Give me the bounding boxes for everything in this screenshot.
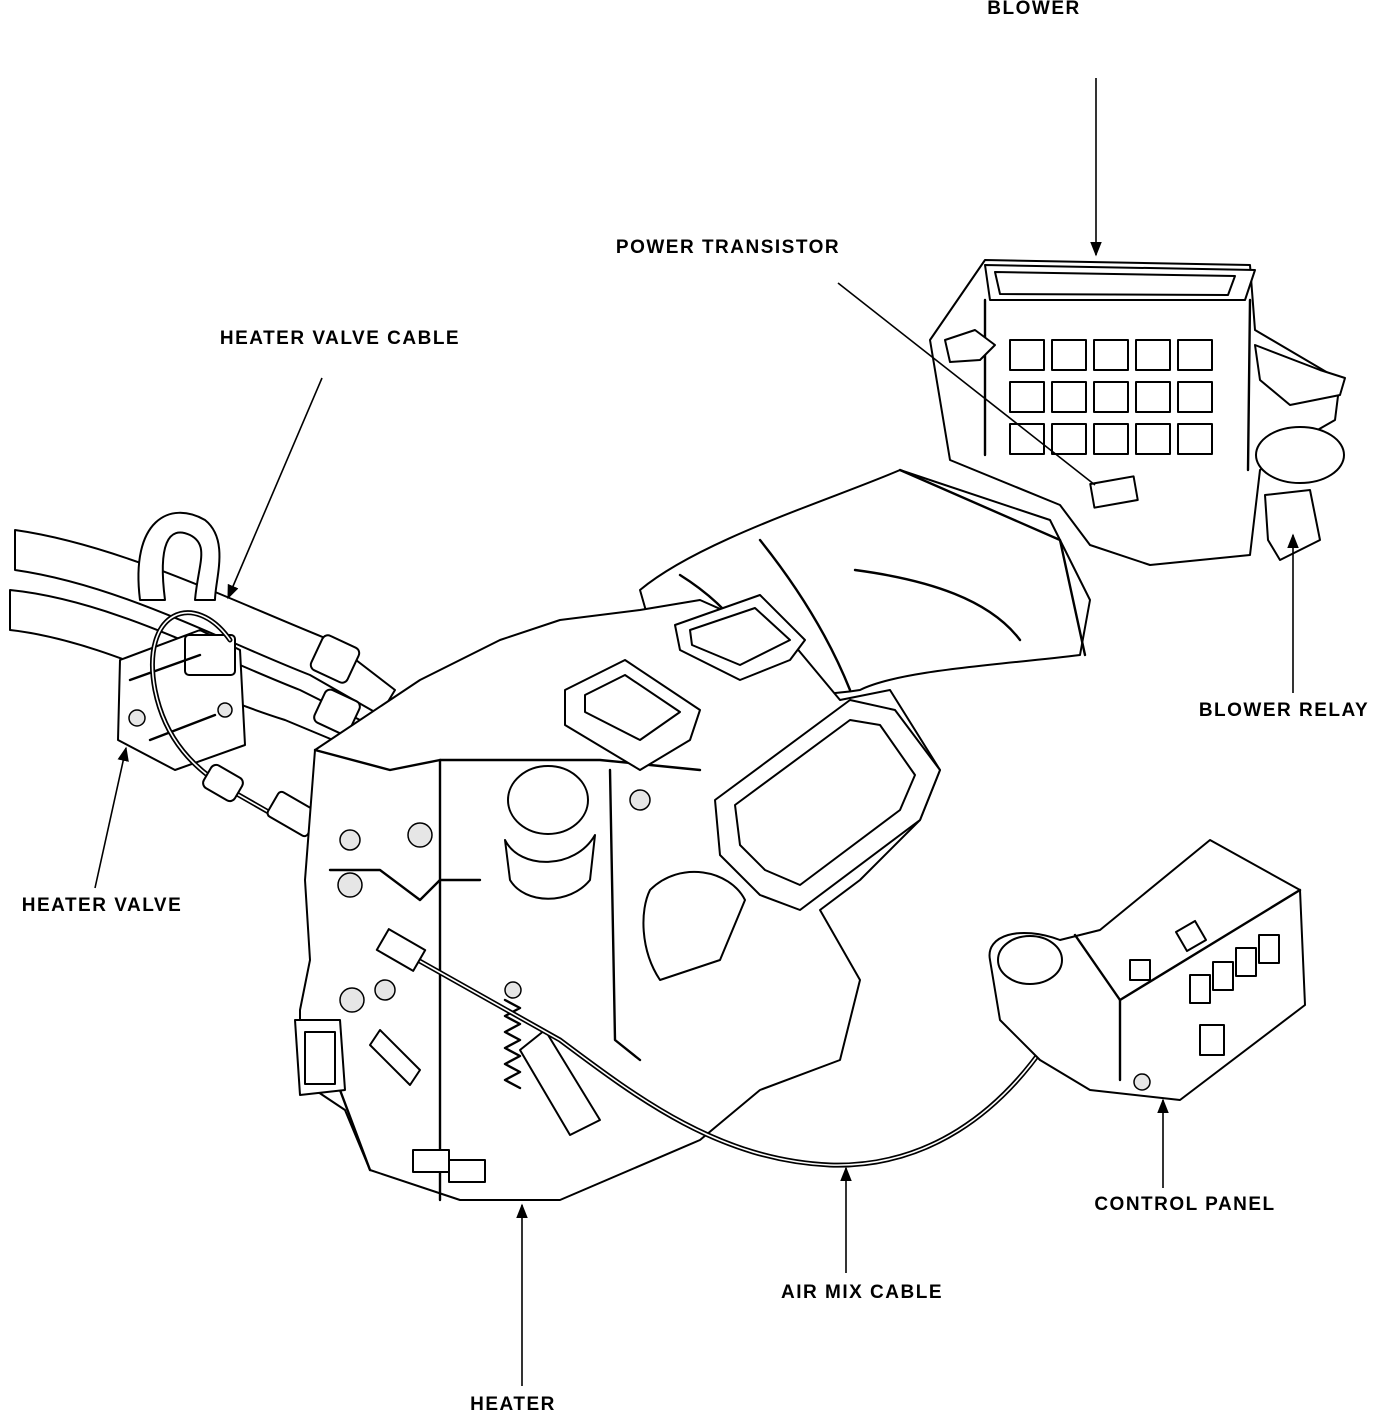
- label-air-mix-cable: AIR MIX CABLE: [781, 1282, 943, 1303]
- air-mix-cable: [375, 928, 1048, 1168]
- heater-valve-leader: [94, 746, 129, 889]
- leader-lines: [94, 78, 1299, 1386]
- label-power-transistor: POWER TRANSISTOR: [616, 237, 840, 258]
- label-control-panel: CONTROL PANEL: [1094, 1194, 1275, 1215]
- heater-valve: [117, 629, 246, 771]
- labels: BLOWER POWER TRANSISTOR HEATER VALVE CAB…: [22, 0, 1369, 1414]
- control-panel: [988, 839, 1306, 1101]
- heater-unit: [294, 594, 941, 1202]
- heater-valve-cable: [150, 610, 320, 838]
- label-blower: BLOWER: [987, 0, 1080, 19]
- power-transistor-leader: [837, 282, 1096, 486]
- label-heater: HEATER: [470, 1394, 556, 1414]
- blower-grille: [1009, 339, 1213, 455]
- label-heater-valve-cable: HEATER VALVE CABLE: [220, 328, 460, 349]
- label-blower-relay: BLOWER RELAY: [1199, 700, 1369, 721]
- heater-valve-cable-leader: [227, 377, 323, 600]
- label-heater-valve: HEATER VALVE: [22, 895, 183, 916]
- blower-unit: [929, 259, 1346, 566]
